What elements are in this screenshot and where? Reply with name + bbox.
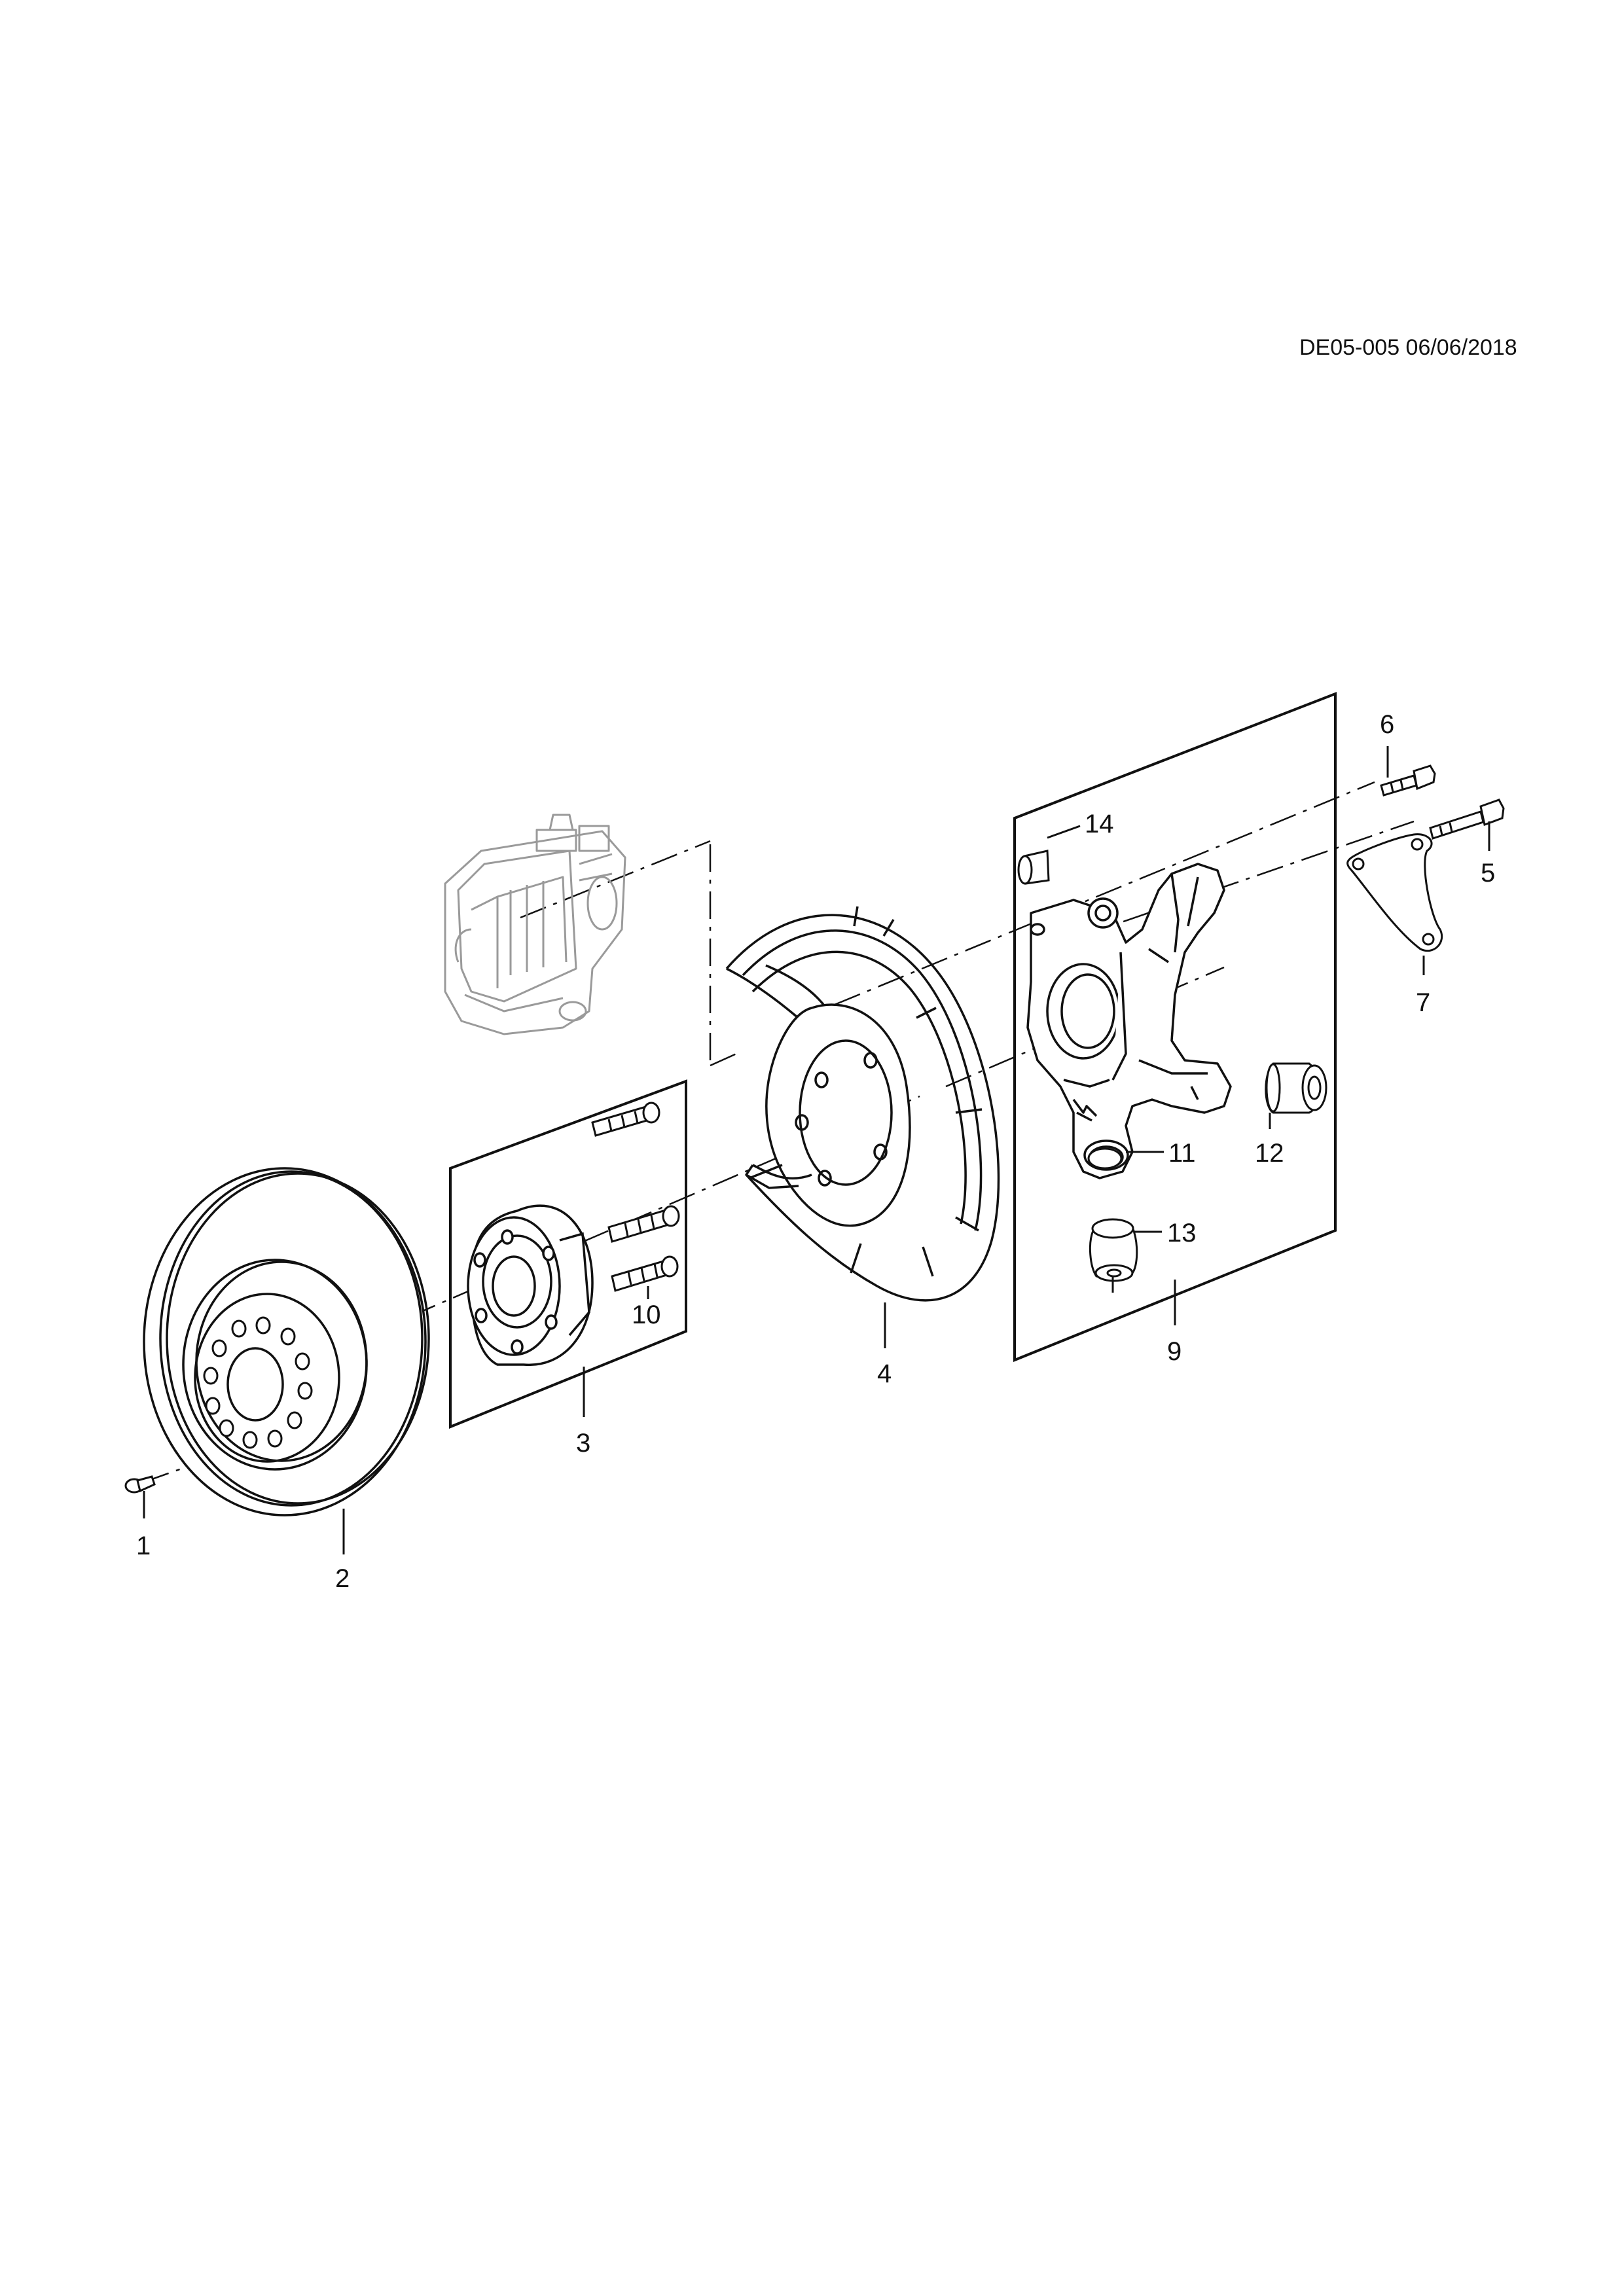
part-14-bushing (1017, 850, 1050, 885)
callout-12: 12 (1255, 1139, 1284, 1168)
callout-14: 14 (1085, 810, 1114, 838)
part-6-bolt (1380, 764, 1436, 797)
callout-13: 13 (1167, 1219, 1197, 1247)
callout-11: 11 (1168, 1139, 1196, 1168)
callout-9: 9 (1167, 1337, 1182, 1366)
callout-labels: 1 2 3 4 5 6 7 9 10 11 12 13 14 (136, 710, 1495, 1593)
part-7-plate (1346, 833, 1443, 952)
callout-10: 10 (632, 1300, 661, 1329)
document-reference: DE05-005 06/06/2018 (1299, 335, 1517, 360)
callout-1: 1 (136, 1532, 151, 1560)
part-3-wheel-hub (467, 1204, 594, 1367)
part-13-bushing (1089, 1218, 1138, 1282)
brake-caliper-ghost (444, 814, 626, 1035)
part-9-steering-knuckle (1026, 863, 1232, 1179)
part-10-wheel-studs (591, 1102, 680, 1292)
part-1-retaining-screw (124, 1475, 156, 1494)
part-4-dust-shield (725, 906, 1000, 1302)
callout-2: 2 (335, 1564, 350, 1593)
hub-assembly-box (449, 1079, 687, 1429)
callout-leader-lines (143, 746, 1490, 1554)
callout-3: 3 (576, 1429, 590, 1458)
disc-stud-holes (203, 1316, 313, 1449)
part-12-bushing (1265, 1062, 1327, 1114)
part-5-bolt (1429, 798, 1505, 840)
callout-6: 6 (1380, 710, 1394, 739)
knuckle-assembly-box (1013, 692, 1337, 1362)
part-2-brake-disc (143, 1167, 430, 1516)
callout-5: 5 (1481, 859, 1495, 888)
callout-4: 4 (877, 1359, 892, 1388)
part-11-bushing (1087, 1147, 1123, 1170)
callout-7: 7 (1416, 988, 1430, 1017)
